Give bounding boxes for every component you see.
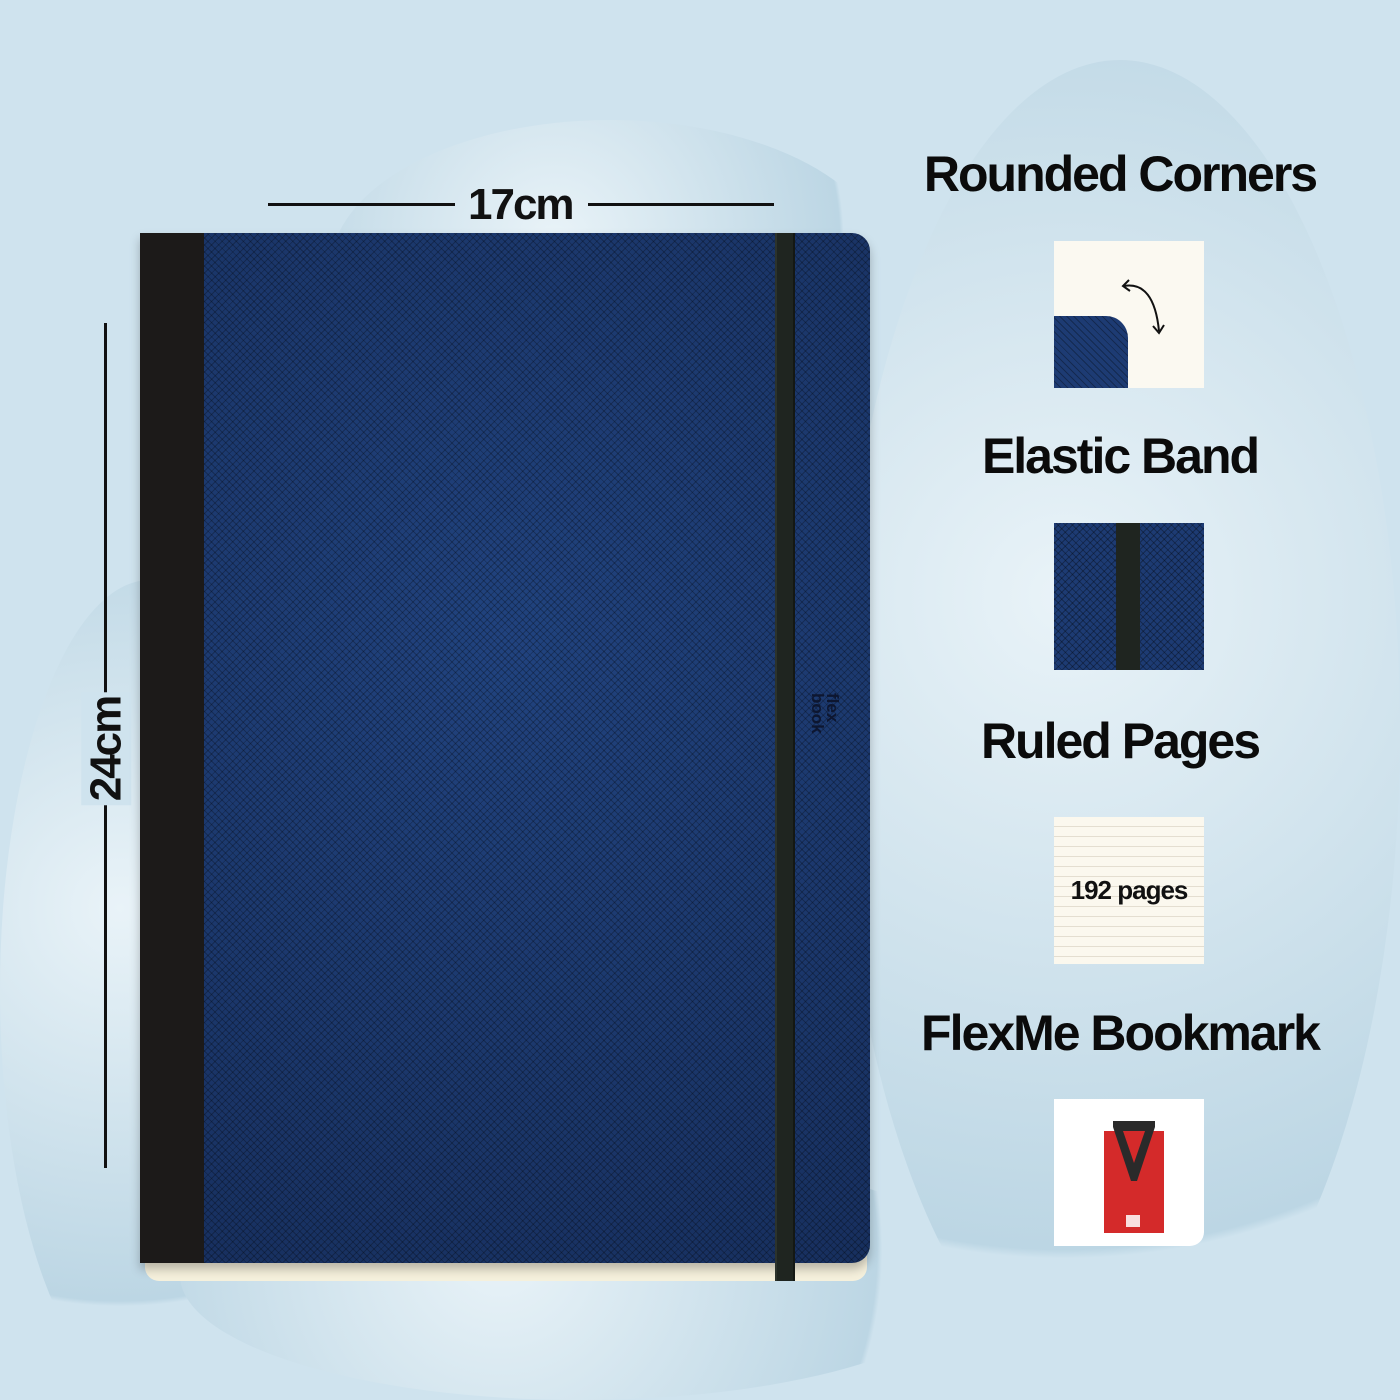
elastic-band-swatch — [1054, 523, 1204, 670]
page-count: 192 pages — [1070, 875, 1189, 905]
feature-title-rounded-corners: Rounded Corners — [923, 146, 1318, 202]
rounded-corners-thumb — [1054, 241, 1204, 388]
height-label: 24cm — [81, 692, 132, 806]
notebook-spine — [140, 233, 204, 1263]
width-label: 17cm — [468, 180, 575, 229]
notebook-cover: flex book — [140, 233, 870, 1281]
feature-title-elastic-band: Elastic Band — [981, 428, 1260, 484]
bookmark-thumb — [1054, 1099, 1204, 1246]
bookmark-logo — [1126, 1215, 1140, 1227]
elastic-band — [775, 233, 795, 1281]
bookmark-clip-icon — [1113, 1121, 1155, 1181]
feature-title-ruled-pages: Ruled Pages — [980, 713, 1261, 769]
rounded-corner-arrow-icon — [1121, 279, 1165, 335]
ruled-pages-thumb: 192 pages — [1054, 817, 1204, 964]
feature-title-bookmark: FlexMe Bookmark — [921, 1005, 1321, 1061]
flexbook-logo: flex book — [808, 693, 842, 734]
width-dimension-line — [268, 203, 455, 206]
width-dimension-line — [588, 203, 774, 206]
